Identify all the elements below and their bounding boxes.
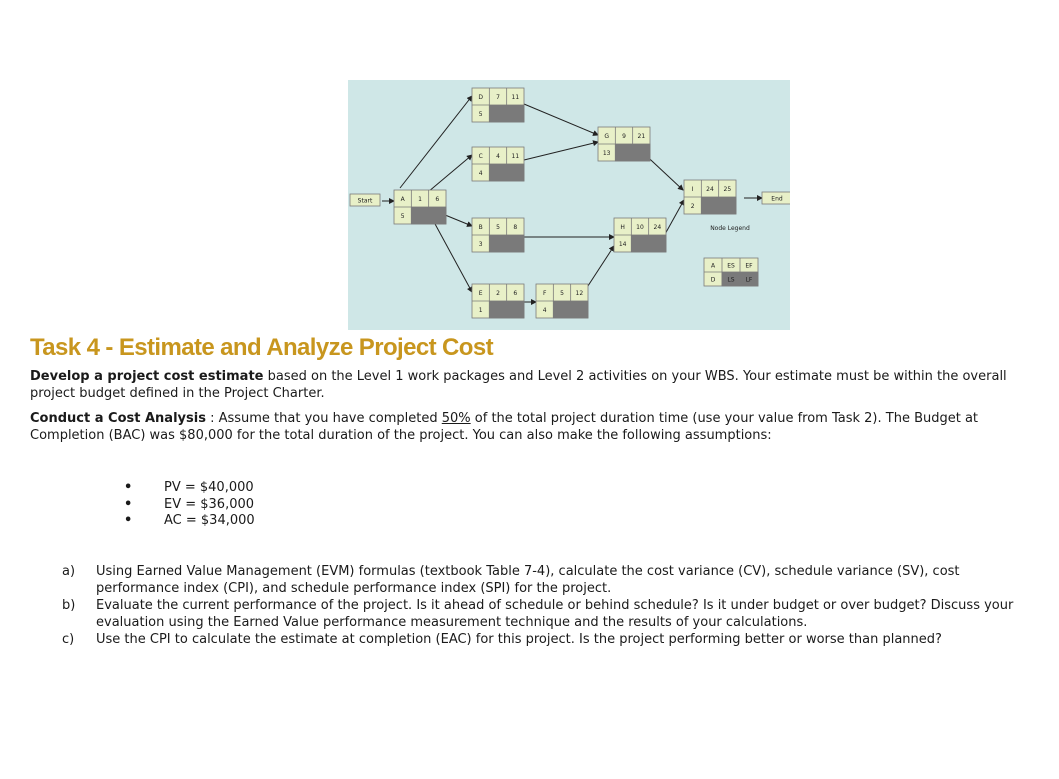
node-cell-text: C <box>479 153 483 160</box>
node-dark-cell <box>614 143 651 162</box>
node-d: D 7 11 5 <box>471 87 525 123</box>
node-cell-text: 11 <box>512 153 520 160</box>
node-cell-text: 6 <box>435 196 439 203</box>
node-start: Start <box>349 193 381 207</box>
node-cell-text: D <box>478 94 483 101</box>
paragraph-cost-analysis: Conduct a Cost Analysis : Assume that yo… <box>30 410 1040 444</box>
task-title: Task 4 - Estimate and Analyze Project Co… <box>30 334 494 361</box>
question-label: b) <box>62 598 76 613</box>
node-f: F 5 12 4 <box>535 283 589 319</box>
node-dark-cell <box>488 300 525 319</box>
legend-cell-text: D <box>711 277 716 284</box>
node-legend: A ES EF D LS LF <box>703 257 759 287</box>
cost-estimate-text: based on the Level 1 work packages and L… <box>30 369 1007 401</box>
question-item: c) Use the CPI to calculate the estimate … <box>62 631 1042 648</box>
paragraph-cost-estimate: Develop a project cost estimate based on… <box>30 368 1040 402</box>
node-cell-text: 4 <box>496 153 500 160</box>
node-cell-text: 21 <box>638 133 646 140</box>
assumption-item: •EV = $36,000 <box>124 496 255 512</box>
node-cell-text: I <box>692 186 694 193</box>
node-i: I 24 25 2 <box>683 179 737 215</box>
legend-cell-text: ES <box>727 263 735 270</box>
legend-cell-text: EF <box>745 263 753 270</box>
node-cell-text: 9 <box>622 133 626 140</box>
node-cell-text: 12 <box>576 290 584 297</box>
node-cell-text: 8 <box>513 224 517 231</box>
node-cell-text: B <box>479 224 483 231</box>
diagram-edges <box>382 95 763 305</box>
node-cell-text: 25 <box>724 186 732 193</box>
legend-cell-text: A <box>711 263 716 270</box>
node-label: Start <box>358 198 373 205</box>
question-item: b) Evaluate the current performance of th… <box>62 597 1042 631</box>
node-cell-text: 24 <box>654 224 662 231</box>
cost-analysis-lead: Conduct a Cost Analysis <box>30 411 206 426</box>
question-text: Evaluate the current performance of the … <box>96 598 1014 630</box>
node-duration-text: 1 <box>479 307 483 314</box>
node-duration-text: 4 <box>543 307 547 314</box>
node-cell-text: 7 <box>496 94 500 101</box>
node-cell-text: 24 <box>706 186 714 193</box>
cost-analysis-text-b: of the total project duration time (use … <box>30 411 979 443</box>
node-duration-text: 3 <box>479 241 483 248</box>
question-item: a) Using Earned Value Management (EVM) fo… <box>62 563 1042 597</box>
node-duration-text: 13 <box>603 150 611 157</box>
assumption-item: •PV = $40,000 <box>124 480 254 495</box>
node-dark-cell <box>488 104 525 123</box>
node-cell-text: 5 <box>496 224 500 231</box>
assumption-item: •AC = $34,000 <box>124 513 255 528</box>
node-end: End <box>761 191 790 205</box>
node-duration-text: 4 <box>479 170 483 177</box>
node-h: H 10 24 14 <box>613 217 667 253</box>
legend-title: Node Legend <box>710 225 750 232</box>
legend-cell-text: LF <box>746 277 753 284</box>
assumption-ev: EV = $36,000 <box>164 496 255 512</box>
node-cell-text: 10 <box>636 224 644 231</box>
node-duration-text: 5 <box>479 111 483 118</box>
node-a: A 1 6 5 <box>393 189 447 225</box>
assumption-pv: PV = $40,000 <box>164 480 254 495</box>
node-label: End <box>771 196 783 203</box>
assumptions-list: •PV = $40,000 •EV = $36,000 •AC = $34,00… <box>120 480 255 530</box>
question-label: a) <box>62 564 76 579</box>
node-cell-text: E <box>479 290 483 297</box>
cost-analysis-text-a: : Assume that you have completed <box>205 411 442 426</box>
legend-cell-text: LS <box>727 277 734 284</box>
node-dark-cell <box>552 300 589 319</box>
node-dark-cell <box>488 163 525 182</box>
node-cell-text: 2 <box>496 290 500 297</box>
node-cell-text: 5 <box>560 290 564 297</box>
cost-estimate-lead: Develop a project cost estimate <box>30 369 264 384</box>
completion-percent: 50% <box>441 411 471 426</box>
assumption-ac: AC = $34,000 <box>164 513 255 528</box>
node-cell-text: 1 <box>418 196 422 203</box>
node-duration-text: 2 <box>691 203 695 210</box>
node-cell-text: G <box>604 133 609 140</box>
node-e: E 2 6 1 <box>471 283 525 319</box>
node-cell-text: 6 <box>513 290 517 297</box>
node-cell-text: 11 <box>512 94 520 101</box>
node-duration-text: 14 <box>619 241 627 248</box>
node-b: B 5 8 3 <box>471 217 525 253</box>
node-dark-cell <box>410 206 447 225</box>
node-c: C 4 11 4 <box>471 146 525 182</box>
question-text: Using Earned Value Management (EVM) form… <box>96 564 960 596</box>
question-text: Use the CPI to calculate the estimate at… <box>96 632 942 647</box>
node-g: G 9 21 13 <box>597 126 651 162</box>
node-dark-cell <box>630 234 667 253</box>
node-cell-text: A <box>401 196 406 203</box>
questions-list: a) Using Earned Value Management (EVM) fo… <box>62 563 1042 648</box>
node-dark-cell <box>700 196 737 215</box>
node-cell-text: F <box>543 290 547 297</box>
question-label: c) <box>62 632 75 647</box>
node-dark-cell <box>488 234 525 253</box>
node-cell-text: H <box>620 224 625 231</box>
node-duration-text: 5 <box>401 213 405 220</box>
